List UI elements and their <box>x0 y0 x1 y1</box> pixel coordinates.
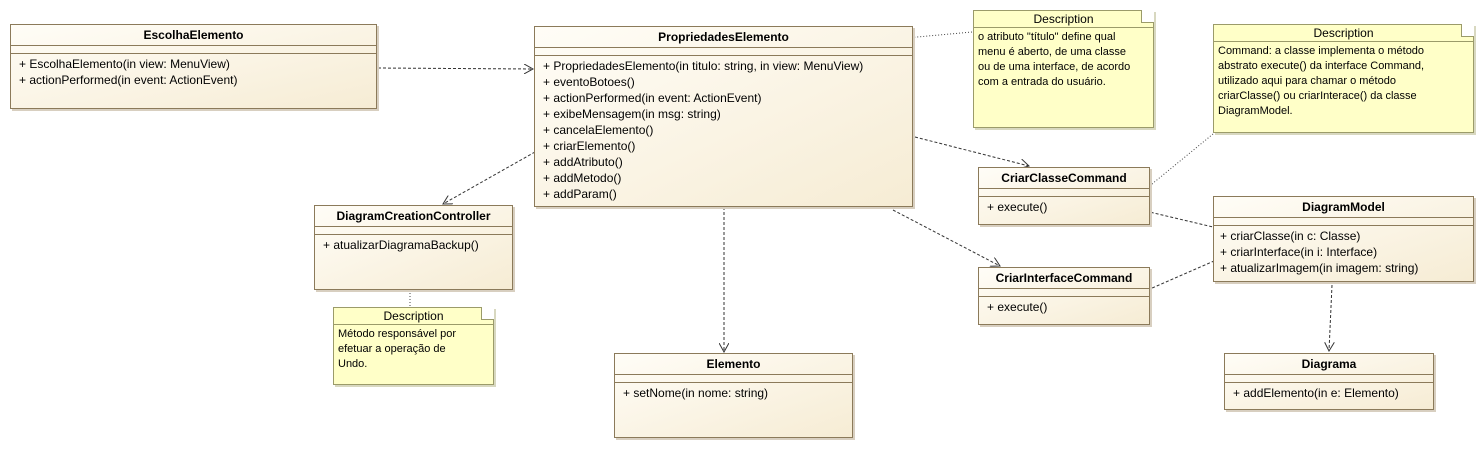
operations-compartment: + criarClasse(in c: Classe) + criarInter… <box>1214 226 1473 276</box>
attributes-compartment <box>11 46 376 54</box>
operation: + setNome(in nome: string) <box>623 386 769 400</box>
operation: + addParam() <box>543 187 617 201</box>
class-diagrammodel[interactable]: DiagramModel + criarClasse(in c: Classe)… <box>1213 196 1474 282</box>
operation: + PropriedadesElemento(in titulo: string… <box>543 59 864 73</box>
note-text: o atributo "título" define qual menu é a… <box>978 31 1131 88</box>
dependency-propriedades-criarinterface <box>892 209 1000 266</box>
operations-compartment: + EscolhaElemento(in view: MenuView) + a… <box>11 54 376 88</box>
operation: + exibeMensagem(in msg: string) <box>543 107 721 121</box>
class-escolhaelemento[interactable]: EscolhaElemento + EscolhaElemento(in vie… <box>10 24 377 109</box>
class-name: EscolhaElemento <box>11 25 376 46</box>
class-name: DiagramCreationController <box>315 206 512 227</box>
operation: + actionPerformed(in event: ActionEvent) <box>543 91 762 105</box>
note-header: Description <box>334 308 493 325</box>
class-name: DiagramModel <box>1214 197 1473 218</box>
class-diagramcreationcontroller[interactable]: DiagramCreationController + atualizarDia… <box>314 205 513 290</box>
attributes-compartment <box>315 227 512 235</box>
operations-compartment: + PropriedadesElemento(in titulo: string… <box>535 56 912 202</box>
operation: + addMetodo() <box>543 171 622 185</box>
dependency-model-diagrama <box>1329 284 1332 351</box>
note-link-command <box>1140 133 1214 194</box>
dependency-propriedades-controller <box>443 151 536 204</box>
operations-compartment: + execute() <box>979 297 1149 315</box>
attributes-compartment <box>535 48 912 56</box>
class-name: Diagrama <box>1225 354 1433 375</box>
note-undo[interactable]: Description Método responsável por efetu… <box>333 307 494 385</box>
operation: + criarClasse(in c: Classe) <box>1220 229 1361 243</box>
note-header: Description <box>974 11 1153 28</box>
class-criarinterfacecommand[interactable]: CriarInterfaceCommand + execute() <box>978 267 1150 325</box>
operation: + eventoBotoes() <box>543 75 635 89</box>
operation: + atualizarDiagramaBackup() <box>323 238 479 252</box>
note-fold <box>1461 24 1474 37</box>
attributes-compartment <box>615 375 852 383</box>
note-text: Método responsável por efetuar a operaçã… <box>338 328 457 370</box>
operation: + execute() <box>987 300 1048 314</box>
operations-compartment: + addElemento(in e: Elemento) <box>1225 383 1433 401</box>
class-diagrama[interactable]: Diagrama + addElemento(in e: Elemento) <box>1224 353 1434 410</box>
attributes-compartment <box>979 289 1149 297</box>
note-text: Command: a classe implementa o método ab… <box>1218 45 1425 117</box>
note-header: Description <box>1214 25 1473 42</box>
note-titulo[interactable]: Description o atributo "título" define q… <box>973 10 1154 128</box>
operation: + atualizarImagem(in imagem: string) <box>1220 261 1419 275</box>
note-fold <box>1141 10 1154 23</box>
operation: + addAtributo() <box>543 155 623 169</box>
operation: + addElemento(in e: Elemento) <box>1233 386 1399 400</box>
operation: + execute() <box>987 200 1048 214</box>
operations-compartment: + execute() <box>979 197 1149 215</box>
operation: + criarInterface(in i: Interface) <box>1220 245 1378 259</box>
dependency-criarinterface-model <box>1142 254 1230 293</box>
class-name: Elemento <box>615 354 852 375</box>
operation: + EscolhaElemento(in view: MenuView) <box>19 57 230 71</box>
class-name: CriarInterfaceCommand <box>979 268 1149 289</box>
operation: + criarElemento() <box>543 139 636 153</box>
operation: + cancelaElemento() <box>543 123 654 137</box>
operation: + actionPerformed(in event: ActionEvent) <box>19 73 238 87</box>
operations-compartment: + atualizarDiagramaBackup() <box>315 235 512 253</box>
class-propriedadeselemento[interactable]: PropriedadesElemento + PropriedadesEleme… <box>534 26 913 207</box>
note-fold <box>481 307 494 320</box>
note-command[interactable]: Description Command: a classe implementa… <box>1213 24 1474 133</box>
attributes-compartment <box>1225 375 1433 383</box>
dependency-propriedades-criarclasse <box>914 136 1029 166</box>
class-elemento[interactable]: Elemento + setNome(in nome: string) <box>614 353 853 438</box>
operations-compartment: + setNome(in nome: string) <box>615 383 852 401</box>
class-criarclassecommand[interactable]: CriarClasseCommand + execute() <box>978 167 1150 225</box>
class-name: PropriedadesElemento <box>535 27 912 48</box>
class-name: CriarClasseCommand <box>979 168 1149 189</box>
dependency-escolha-propriedades <box>377 68 533 69</box>
attributes-compartment <box>1214 218 1473 226</box>
attributes-compartment <box>979 189 1149 197</box>
